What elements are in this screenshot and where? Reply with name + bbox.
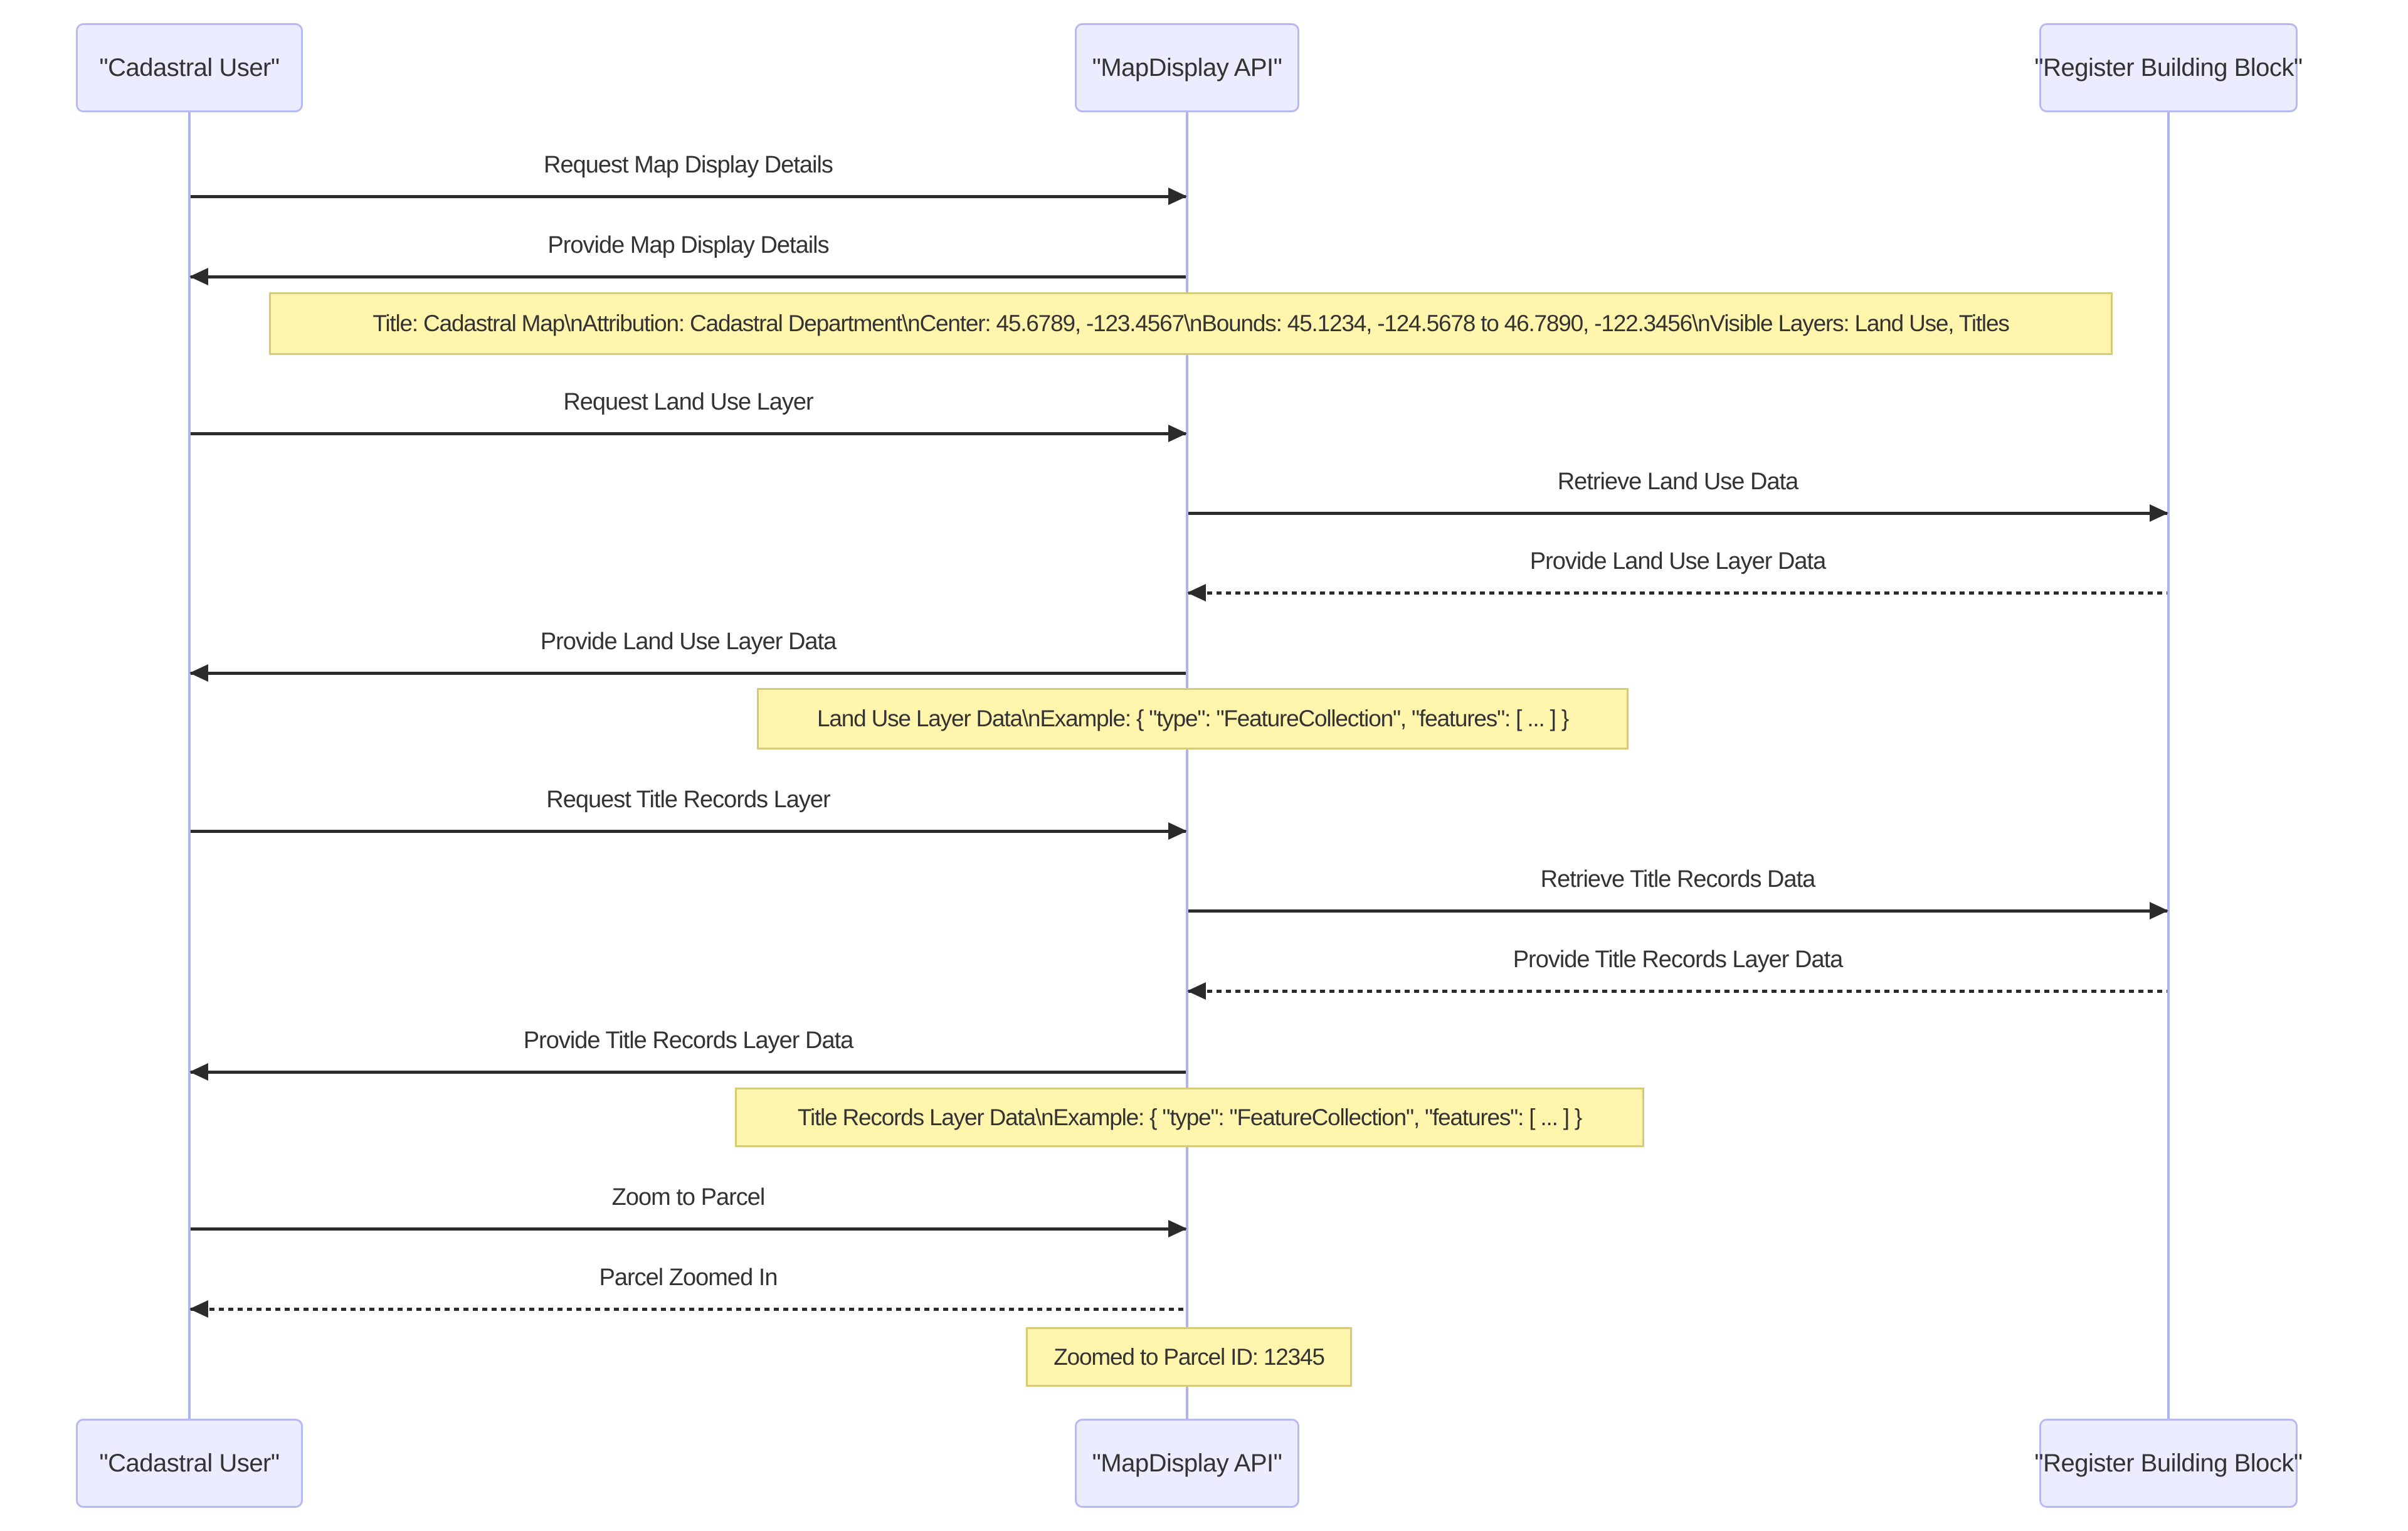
message-line bbox=[191, 195, 1186, 198]
message-line bbox=[1188, 512, 2167, 515]
message-label: Parcel Zoomed In bbox=[599, 1264, 778, 1291]
message-label: Retrieve Land Use Data bbox=[1557, 469, 1799, 495]
message-line bbox=[191, 1308, 1186, 1311]
message-line bbox=[1188, 990, 2167, 993]
arrowhead-icon bbox=[189, 1300, 208, 1318]
actor-top-api: "MapDisplay API" bbox=[1075, 23, 1299, 112]
arrowhead-icon bbox=[189, 1063, 208, 1081]
arrowhead-icon bbox=[1187, 982, 1206, 1000]
message-label: Zoom to Parcel bbox=[611, 1184, 766, 1210]
actor-label: "Register Building Block" bbox=[2034, 53, 2303, 82]
message-line bbox=[1188, 591, 2167, 595]
message-line bbox=[191, 1227, 1186, 1231]
message-label: Request Land Use Layer bbox=[563, 389, 813, 415]
arrowhead-icon bbox=[1168, 822, 1187, 840]
arrowhead-icon bbox=[2150, 902, 2168, 919]
actor-label: "Cadastral User" bbox=[99, 53, 280, 82]
message-line bbox=[191, 432, 1186, 435]
message-label: Request Map Display Details bbox=[544, 152, 833, 178]
arrowhead-icon bbox=[1168, 188, 1187, 205]
message-label: Provide Title Records Layer Data bbox=[523, 1027, 854, 1054]
note: Title Records Layer Data\nExample: { "ty… bbox=[735, 1088, 1644, 1147]
lifeline-user bbox=[188, 112, 191, 1419]
lifeline-register bbox=[2167, 112, 2170, 1419]
note: Zoomed to Parcel ID: 12345 bbox=[1026, 1327, 1352, 1387]
arrowhead-icon bbox=[2150, 504, 2168, 522]
message-line bbox=[191, 275, 1186, 278]
actor-bottom-api: "MapDisplay API" bbox=[1075, 1419, 1299, 1508]
message-label: Provide Title Records Layer Data bbox=[1513, 946, 1844, 973]
message-line bbox=[191, 830, 1186, 833]
actor-label: "Register Building Block" bbox=[2034, 1449, 2303, 1477]
note: Land Use Layer Data\nExample: { "type": … bbox=[757, 688, 1629, 750]
arrowhead-icon bbox=[1168, 425, 1187, 442]
actor-label: "MapDisplay API" bbox=[1092, 53, 1282, 82]
actor-top-user: "Cadastral User" bbox=[76, 23, 303, 112]
message-line bbox=[191, 1071, 1186, 1074]
message-line bbox=[191, 672, 1186, 675]
actor-label: "MapDisplay API" bbox=[1092, 1449, 1282, 1477]
message-label: Retrieve Title Records Data bbox=[1540, 866, 1816, 893]
actor-label: "Cadastral User" bbox=[99, 1449, 280, 1477]
message-label: Provide Land Use Layer Data bbox=[1529, 548, 1827, 575]
message-label: Request Title Records Layer bbox=[546, 787, 830, 813]
actor-top-register: "Register Building Block" bbox=[2034, 23, 2303, 112]
lifeline-api bbox=[1186, 112, 1188, 1419]
arrowhead-icon bbox=[189, 664, 208, 682]
note: Title: Cadastral Map\nAttribution: Cadas… bbox=[269, 292, 2113, 355]
actor-bottom-user: "Cadastral User" bbox=[76, 1419, 303, 1508]
arrowhead-icon bbox=[189, 268, 208, 285]
message-label: Provide Land Use Layer Data bbox=[540, 628, 837, 655]
message-line bbox=[1188, 909, 2167, 913]
arrowhead-icon bbox=[1168, 1220, 1187, 1237]
arrowhead-icon bbox=[1187, 584, 1206, 601]
actor-bottom-register: "Register Building Block" bbox=[2034, 1419, 2303, 1508]
message-label: Provide Map Display Details bbox=[547, 232, 829, 258]
